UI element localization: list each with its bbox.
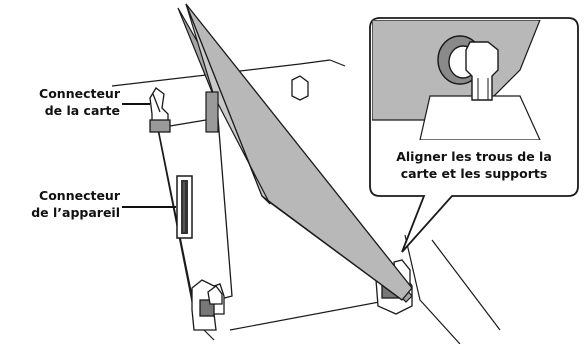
- support-post-bottom-left: [191, 279, 225, 331]
- support-post-top-right: [291, 75, 309, 101]
- card-connector-label-line2: de la carte: [44, 103, 120, 118]
- device-connector-label: Connecteur de l’appareil: [14, 187, 120, 221]
- card-connector: [205, 91, 219, 133]
- expansion-card: [177, 3, 413, 303]
- device-connector-label-line1: Connecteur: [39, 188, 120, 203]
- leader-lines: [122, 103, 176, 208]
- device-board: [157, 117, 233, 307]
- callout-bubble: [369, 17, 579, 253]
- callout-text-line2: carte et les supports: [400, 166, 548, 181]
- callout-text: Aligner les trous de la carte et les sup…: [374, 148, 574, 182]
- card-connector-label-line1: Connecteur: [39, 86, 120, 101]
- card-connector-label: Connecteur de la carte: [20, 85, 120, 119]
- device-connector-label-line2: de l’appareil: [31, 205, 120, 220]
- callout-text-line1: Aligner les trous de la: [396, 149, 552, 164]
- support-post-top-left: [149, 87, 171, 133]
